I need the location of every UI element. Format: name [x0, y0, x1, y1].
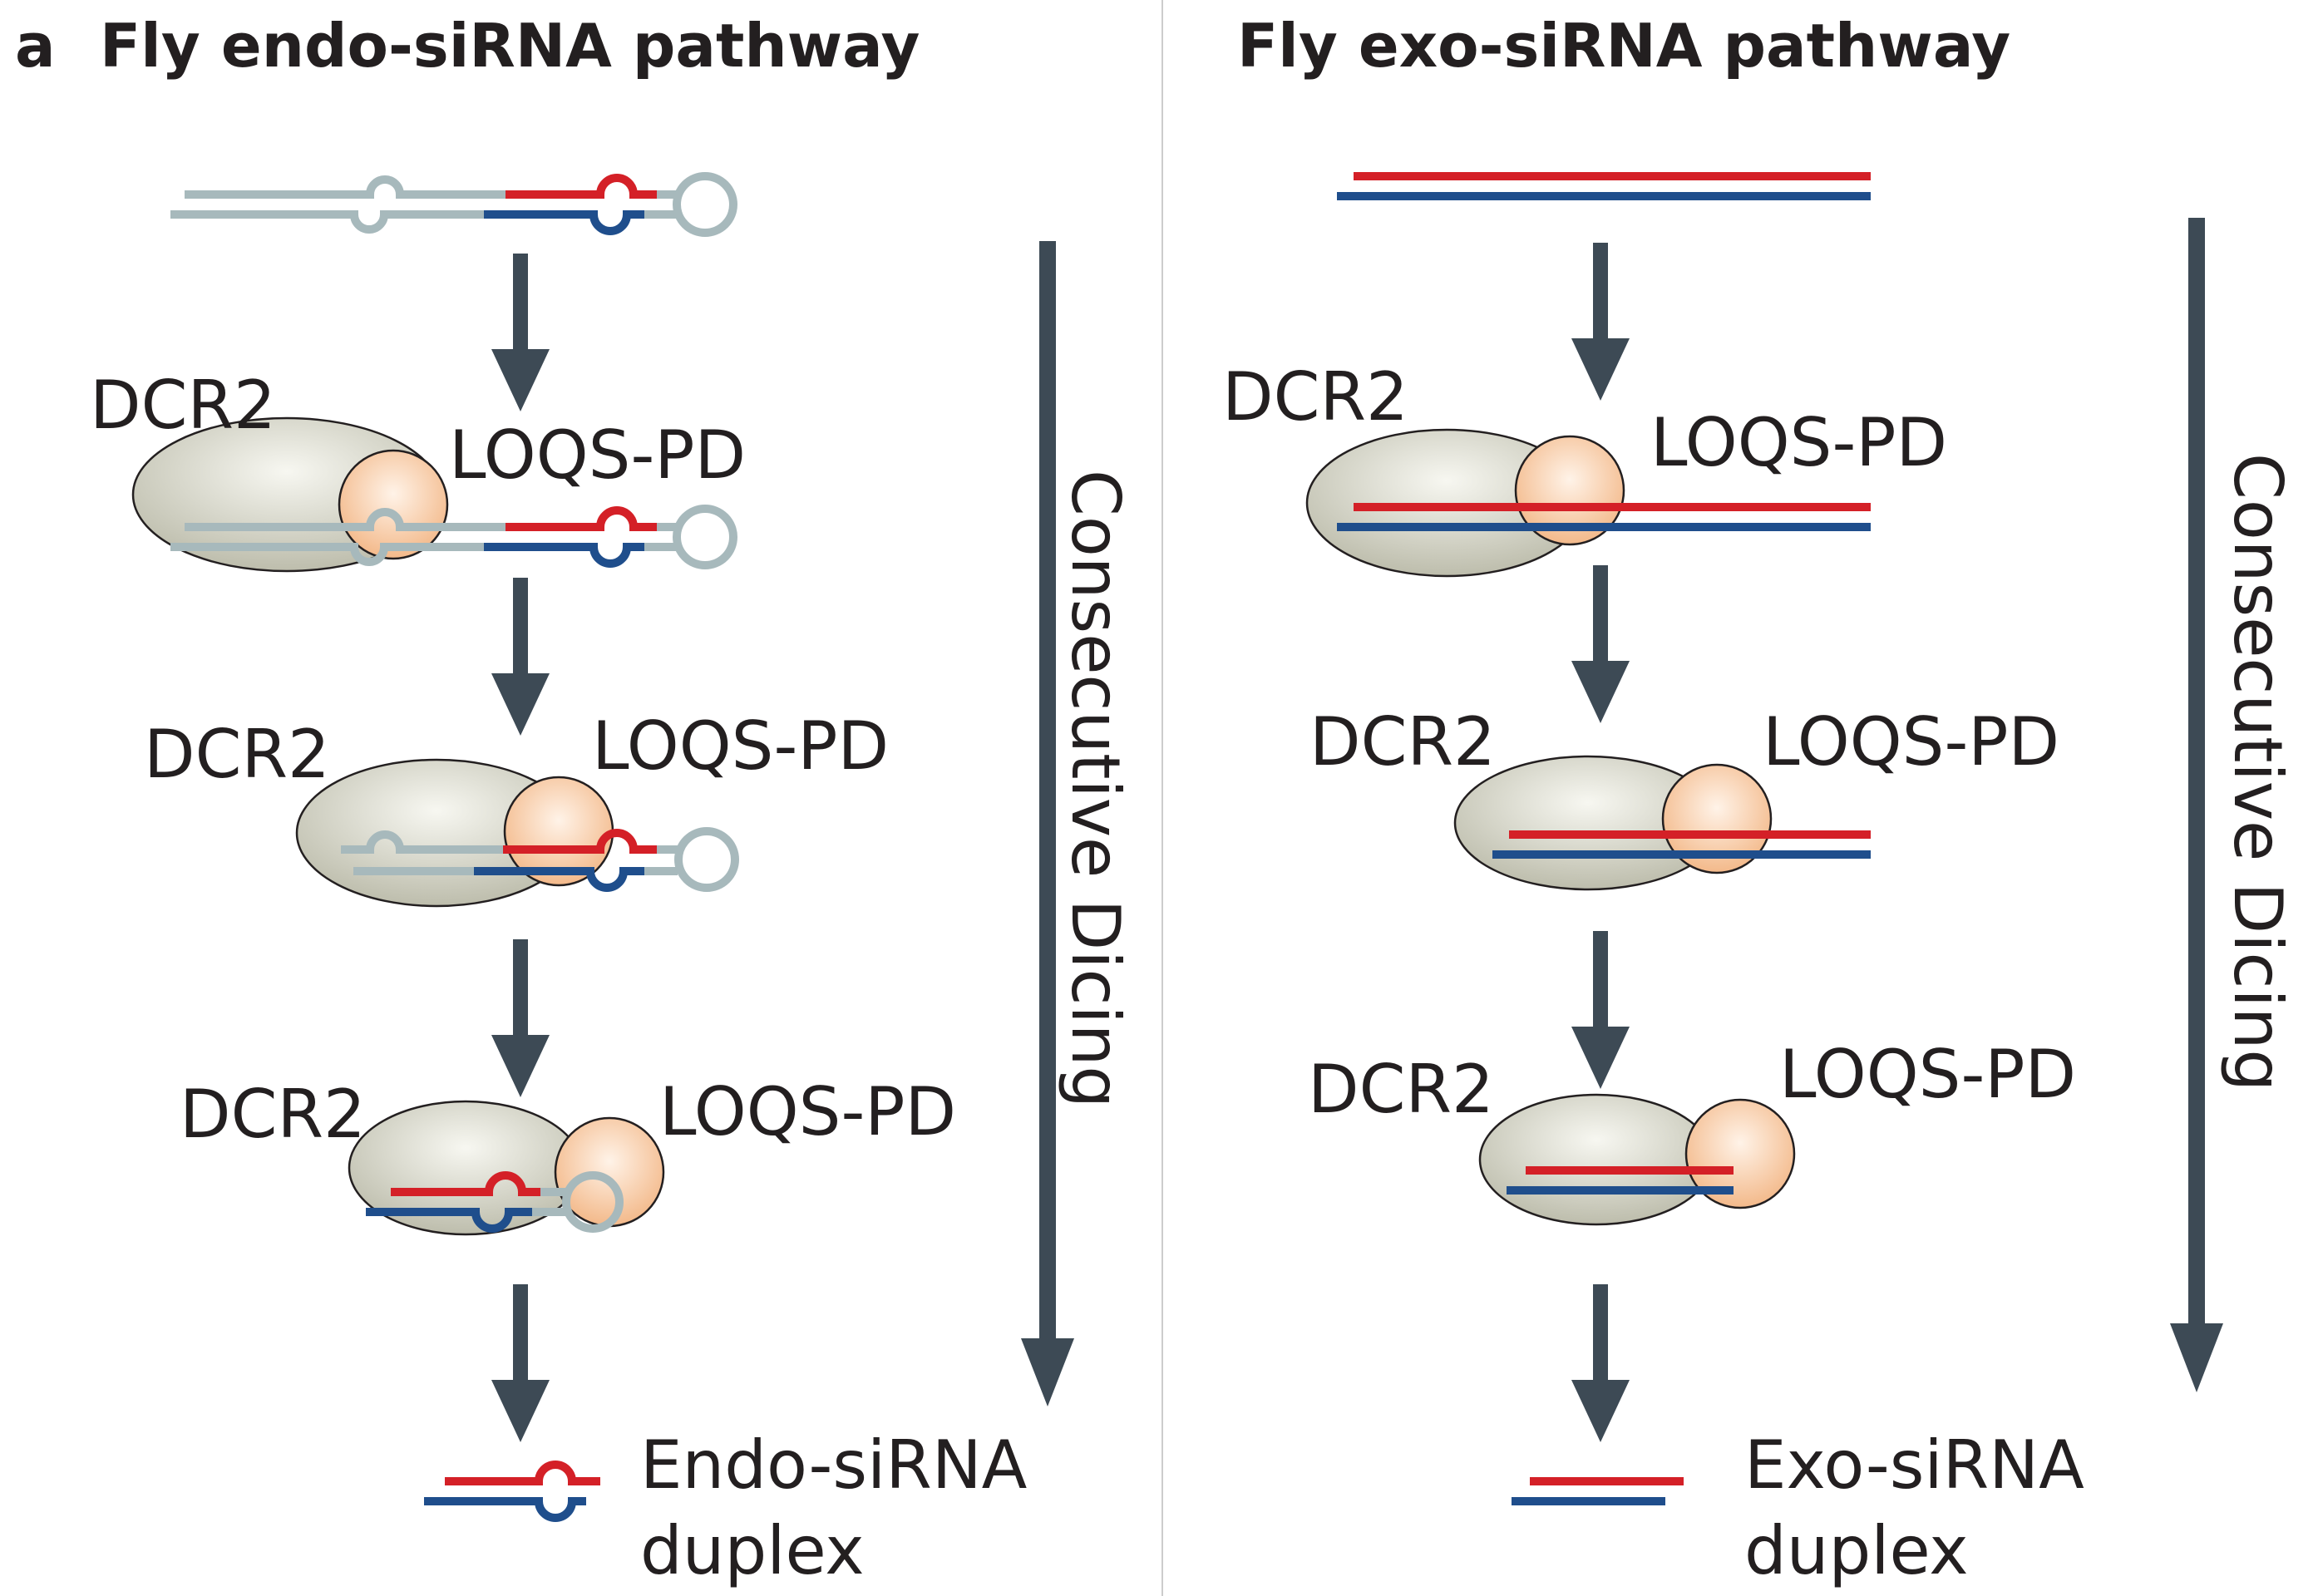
- right-side-label: Consecutive Dicing: [2219, 453, 2296, 1091]
- endo-dsrna-3: [366, 1171, 624, 1233]
- loqs-pd-label: LOQS-PD: [449, 416, 746, 494]
- arrow-down-icon: [1571, 243, 1630, 401]
- dcr2-label: DCR2: [1308, 1051, 1494, 1128]
- endo-step-2: DCR2 LOQS-PD: [144, 707, 889, 908]
- endo-step-3: DCR2 LOQS-PD: [180, 1073, 956, 1236]
- dcr2-label: DCR2: [1309, 703, 1496, 781]
- loqs-pd-label: LOQS-PD: [1763, 703, 2059, 781]
- endo-dsrna-2: [341, 827, 739, 892]
- exo-step-2: DCR2 LOQS-PD: [1309, 703, 2059, 891]
- endo-step-1: DCR2 LOQS-PD: [90, 367, 746, 573]
- exo-dsrna-1: [1337, 503, 1871, 531]
- panel-letter: a: [15, 11, 56, 81]
- dcr2-label: DCR2: [1222, 358, 1408, 436]
- endo-precursor-dsrna: [170, 172, 737, 237]
- loqs-pd-label: LOQS-PD: [659, 1073, 956, 1150]
- right-title: Fly exo-siRNA pathway: [1237, 11, 2010, 81]
- arrow-down-icon: [1571, 931, 1630, 1089]
- left-title: Fly endo-siRNA pathway: [100, 11, 920, 81]
- dcr2-label: DCR2: [180, 1076, 366, 1153]
- loqs-pd-protein-icon: [1684, 1098, 1796, 1209]
- left-side-label: Consecutive Dicing: [1057, 470, 1134, 1108]
- exo-product-label-line2: duplex: [1744, 1512, 1969, 1589]
- exo-precursor-dsrna: [1337, 172, 1871, 200]
- arrow-down-icon: [1571, 565, 1630, 723]
- arrow-down-icon: [491, 578, 550, 736]
- exo-dsrna-2: [1492, 830, 1871, 859]
- exo-step-1: DCR2 LOQS-PD: [1222, 358, 1947, 578]
- endo-product-label-line1: Endo-siRNA: [640, 1426, 1028, 1504]
- arrow-down-icon: [491, 1284, 550, 1442]
- arrow-down-icon: [1571, 1284, 1630, 1442]
- loqs-pd-protein-icon: [1661, 763, 1773, 874]
- dcr2-label: DCR2: [90, 367, 276, 444]
- right-consecutive-dicing-arrow: [2170, 218, 2223, 1392]
- dcr2-label: DCR2: [144, 716, 330, 793]
- exo-sirna-duplex-icon: [1512, 1477, 1684, 1505]
- endo-dsrna-1: [170, 505, 737, 569]
- exo-dsrna-3: [1507, 1166, 1734, 1195]
- exo-product-label-line1: Exo-siRNA: [1744, 1426, 2084, 1504]
- endo-sirna-duplex-icon: [424, 1461, 600, 1522]
- loqs-pd-label: LOQS-PD: [592, 707, 889, 785]
- left-consecutive-dicing-arrow: [1021, 241, 1074, 1406]
- loqs-pd-label: LOQS-PD: [1650, 404, 1947, 481]
- loqs-pd-protein-icon: [338, 449, 449, 560]
- arrow-down-icon: [491, 254, 550, 411]
- arrow-down-icon: [491, 939, 550, 1097]
- endo-product-label-line2: duplex: [640, 1512, 865, 1589]
- loqs-pd-label: LOQS-PD: [1779, 1036, 2076, 1113]
- loqs-pd-protein-icon: [1514, 435, 1625, 546]
- exo-step-3: DCR2 LOQS-PD: [1308, 1036, 2076, 1226]
- dcr2-enzyme-icon: [1478, 1093, 1714, 1226]
